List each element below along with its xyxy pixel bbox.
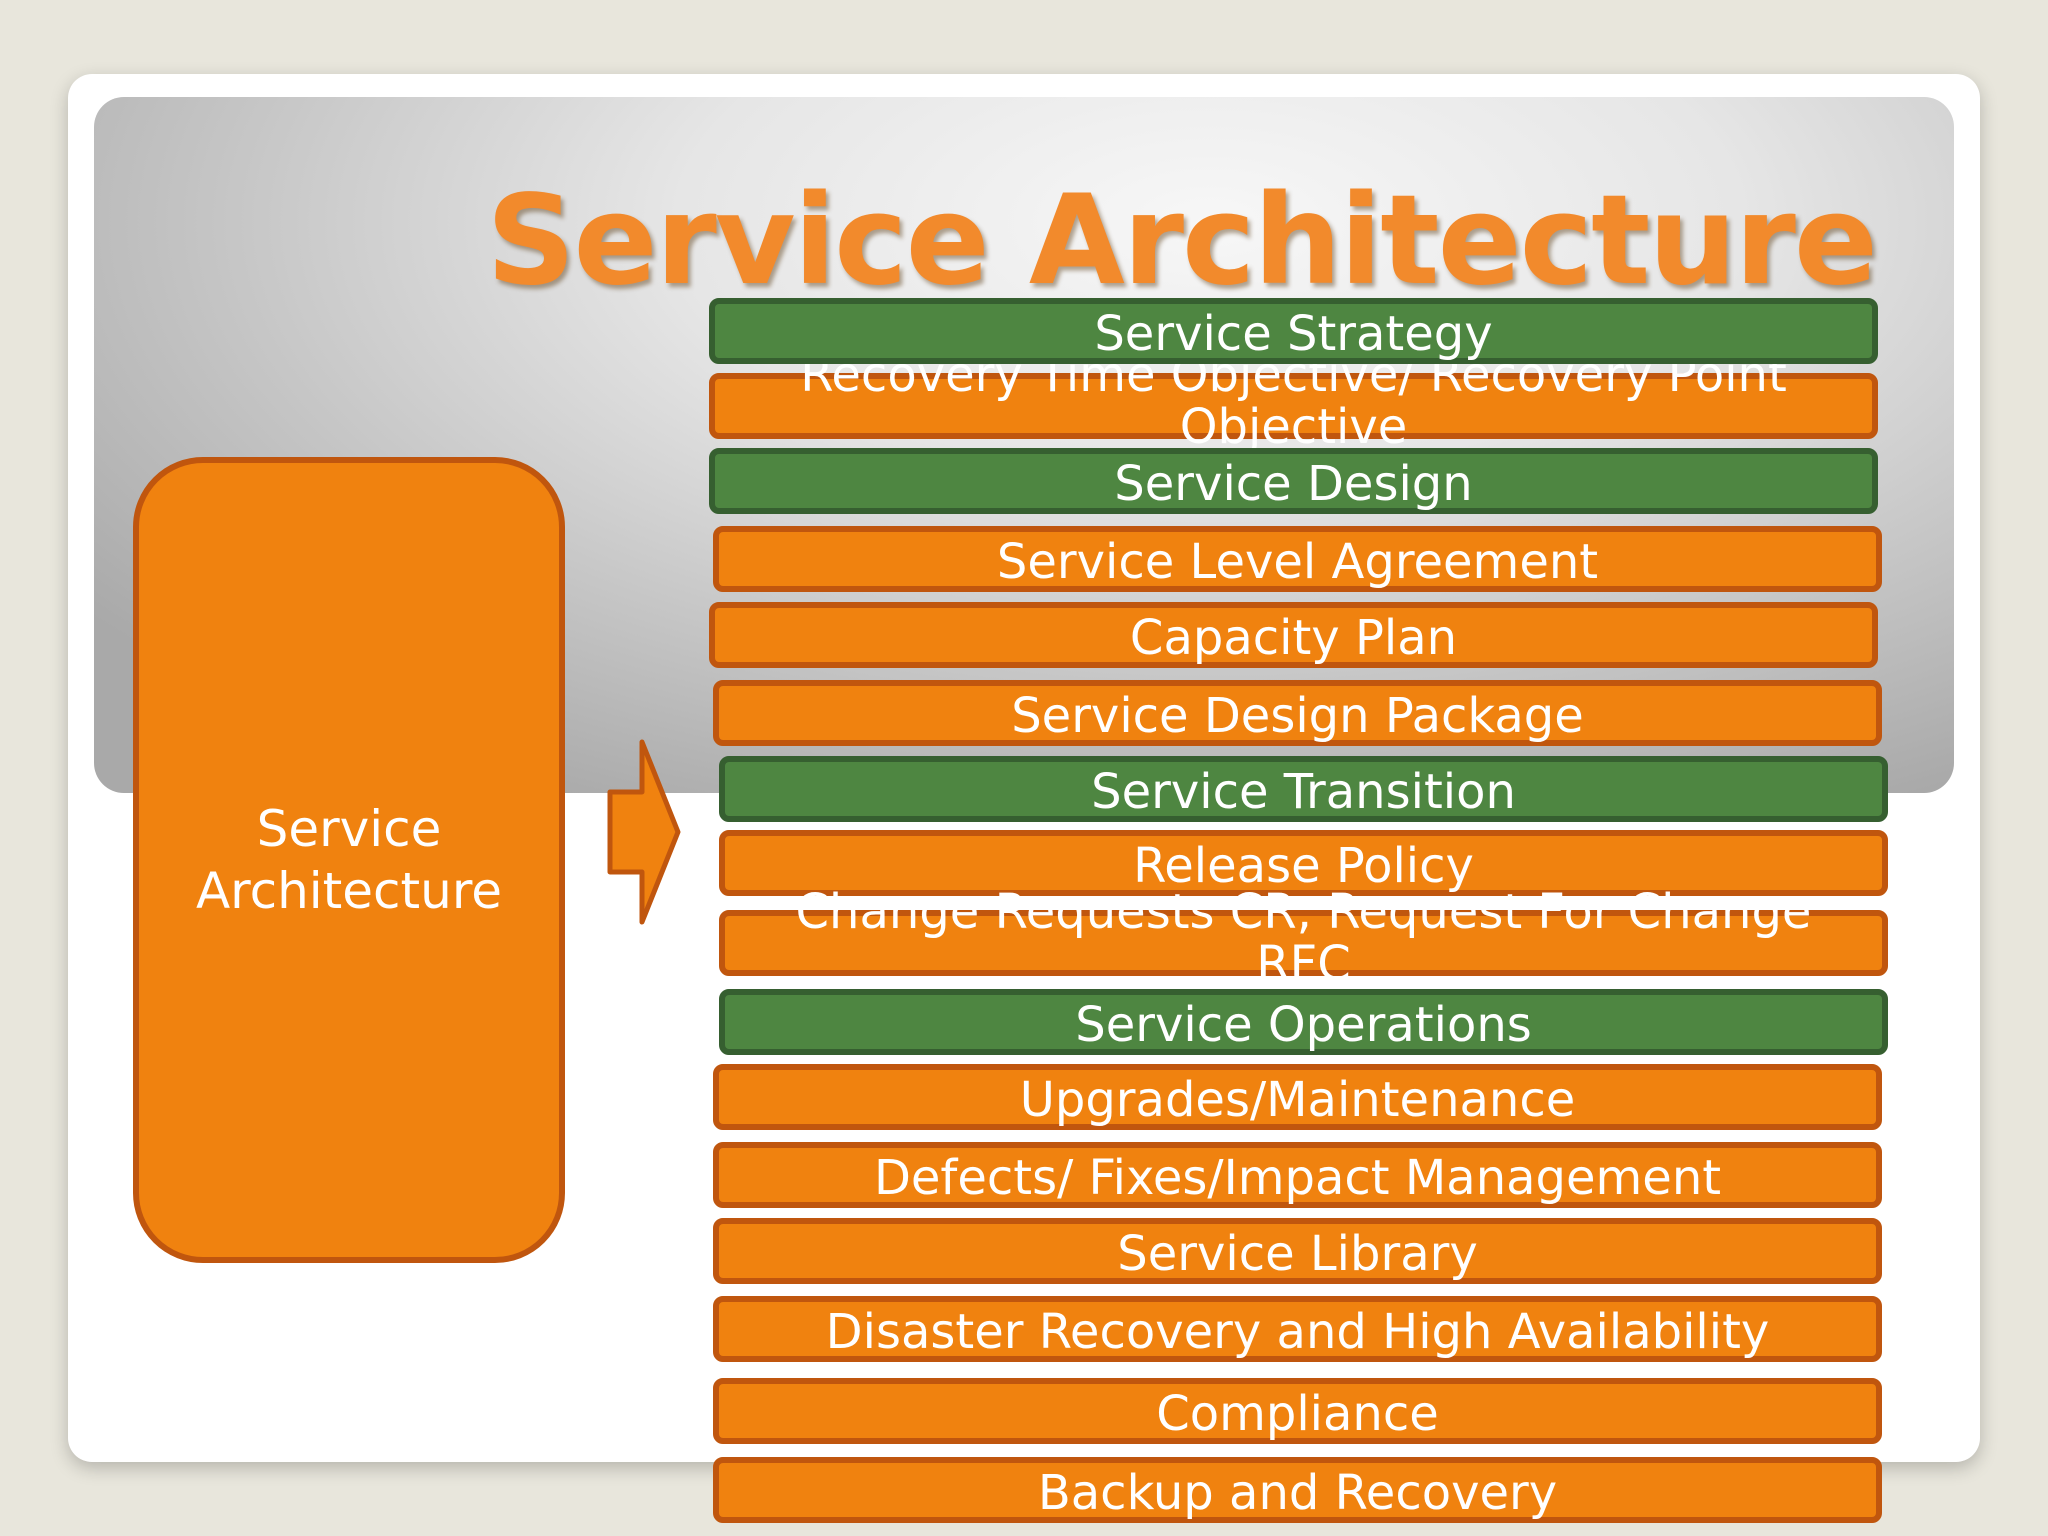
bar-label: Upgrades/Maintenance [1019,1072,1576,1128]
bar-service-level-agreement: Service Level Agreement [713,526,1882,592]
bar-backup-and-recovery: Backup and Recovery [713,1457,1882,1523]
bar-defects-fixes: Defects/ Fixes/Impact Management [713,1142,1882,1208]
right-arrow-icon [607,739,681,925]
bar-label: Service Level Agreement [996,534,1599,590]
bar-label: Service Design [1114,456,1473,512]
bar-label: Compliance [1156,1386,1439,1442]
bar-upgrades-maintenance: Upgrades/Maintenance [713,1064,1882,1130]
slide-title: Service Architecture [486,169,1878,313]
service-architecture-box: Service Architecture [133,457,565,1263]
bar-label: Service Transition [1091,764,1516,820]
bar-service-design-package: Service Design Package [713,680,1882,746]
bar-label: Defects/ Fixes/Impact Management [873,1150,1722,1206]
bar-label: Capacity Plan [1129,610,1458,666]
bar-label: Service Strategy [1094,306,1493,362]
service-architecture-box-label: Service Architecture [195,800,503,920]
bar-service-transition: Service Transition [719,756,1888,822]
bar-capacity-plan: Capacity Plan [709,602,1878,668]
bar-recovery-time-objective: Recovery Time Objective/ Recovery Point … [709,349,1878,453]
bar-release-policy: Release Policy [719,830,1888,896]
bar-service-operations: Service Operations [719,989,1888,1055]
bar-label: Release Policy [1133,838,1474,894]
bar-service-design: Service Design [709,448,1878,514]
bar-label: Service Operations [1075,997,1532,1053]
bar-label: Service Library [1117,1226,1478,1282]
bar-label: Backup and Recovery [1037,1465,1558,1521]
bar-label: Recovery Time Objective/ Recovery Point … [800,347,1787,455]
bar-service-strategy: Service Strategy [709,298,1878,364]
bar-label: Service Design Package [1011,688,1584,744]
bar-compliance: Compliance [713,1378,1882,1444]
bar-disaster-recovery: Disaster Recovery and High Availability [713,1296,1882,1362]
bar-change-requests: Change Requests CR, Request For Change R… [719,886,1888,990]
bar-service-library: Service Library [713,1218,1882,1284]
bar-label: Disaster Recovery and High Availability [825,1304,1770,1360]
bar-label: Change Requests CR, Request For Change R… [795,884,1812,992]
